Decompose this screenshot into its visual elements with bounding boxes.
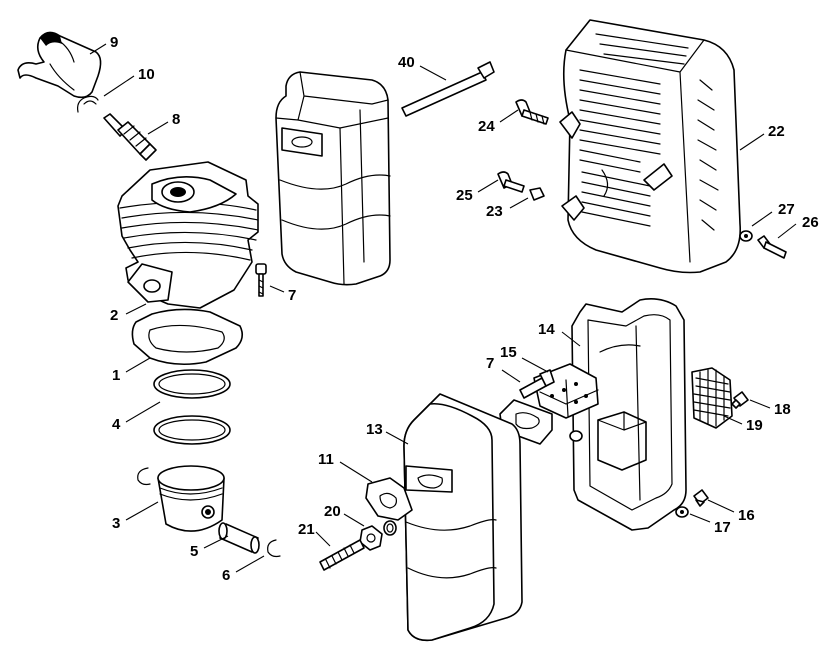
- cylinder[interactable]: [117, 161, 259, 309]
- callout-9: 9: [110, 34, 118, 51]
- callout-21: 21: [298, 521, 315, 538]
- muffler-body[interactable]: [571, 298, 687, 531]
- callout-3: 3: [112, 515, 120, 532]
- piston-pin[interactable]: [218, 522, 260, 554]
- callout-18: 18: [774, 401, 791, 418]
- callout-24: 24: [478, 118, 495, 135]
- callout-10: 10: [138, 66, 155, 83]
- callout-22: 22: [768, 123, 785, 140]
- callout-16: 16: [738, 507, 755, 524]
- callout-17: 17: [714, 519, 731, 536]
- spark-plug-boot[interactable]: [17, 31, 102, 99]
- callout-14: 14: [538, 321, 555, 338]
- spark-plug[interactable]: [103, 113, 157, 161]
- piston-circlips[interactable]: [137, 467, 281, 558]
- washer-27[interactable]: [739, 230, 753, 242]
- callout-1: 1: [112, 367, 120, 384]
- callout-7-cylinder: 7: [288, 287, 296, 304]
- callout-19: 19: [746, 417, 763, 434]
- callout-11: 11: [318, 451, 334, 468]
- callout-25: 25: [456, 187, 473, 204]
- callout-40: 40: [398, 54, 415, 71]
- callout-20: 20: [324, 503, 341, 520]
- muffler-cover[interactable]: [403, 393, 523, 642]
- piston-rings[interactable]: [153, 369, 231, 445]
- screw-24[interactable]: [515, 99, 549, 125]
- callout-5: 5: [190, 543, 198, 560]
- callout-labels: 9 10 8 40 24 22 25 23 27 26 7 2 1 4 3 5 …: [110, 34, 819, 584]
- callout-13: 13: [366, 421, 383, 438]
- screw-25[interactable]: [497, 171, 525, 193]
- spark-arrestor-screen[interactable]: [691, 367, 733, 429]
- cylinder-screw[interactable]: [255, 263, 267, 297]
- spring-clip[interactable]: [77, 95, 99, 113]
- callout-27: 27: [778, 201, 795, 218]
- callout-4: 4: [112, 416, 121, 433]
- callout-7-flange: 7: [486, 355, 494, 372]
- callout-23: 23: [486, 203, 503, 220]
- callout-8: 8: [172, 111, 180, 128]
- screw-16[interactable]: [693, 489, 709, 507]
- nut-23[interactable]: [529, 187, 545, 201]
- screw-26[interactable]: [757, 235, 787, 259]
- muffler-gasket[interactable]: [365, 477, 413, 521]
- callout-15: 15: [500, 344, 517, 361]
- callout-2: 2: [110, 307, 118, 324]
- stud[interactable]: [319, 539, 365, 571]
- lock-washer-17[interactable]: [675, 506, 689, 518]
- piston[interactable]: [157, 465, 225, 532]
- cylinder-gasket[interactable]: [131, 308, 244, 366]
- callout-6: 6: [222, 567, 230, 584]
- leader-lines: [89, 43, 797, 573]
- screw-18[interactable]: [731, 391, 749, 409]
- upper-muffler-shell[interactable]: [275, 71, 391, 286]
- nut-and-washer[interactable]: [359, 520, 397, 551]
- muffler-shroud[interactable]: [559, 19, 742, 274]
- callout-26: 26: [802, 214, 819, 231]
- long-bolt[interactable]: [401, 61, 495, 117]
